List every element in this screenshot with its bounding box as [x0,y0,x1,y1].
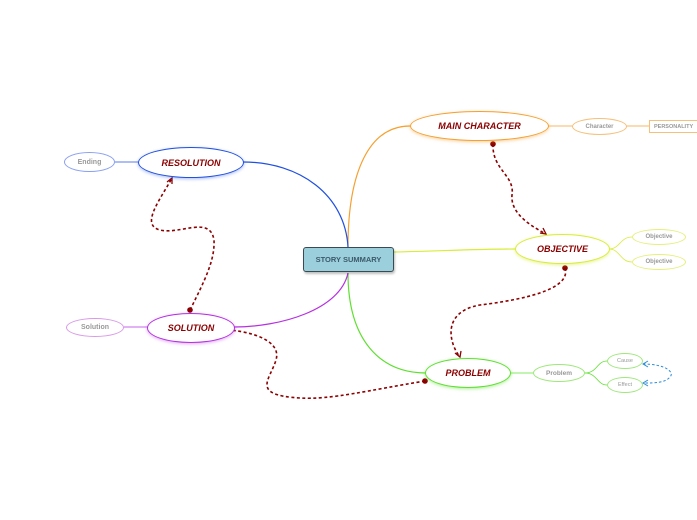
relation-arrowhead [166,176,173,184]
character-label: Character [585,123,614,130]
resolution-node[interactable]: RESOLUTION [138,147,244,178]
relation-arrowhead [642,360,649,368]
ending-label: Ending [77,158,102,166]
objective-child-label: Objective [645,234,673,240]
objective-label: OBJECTIVE [536,244,588,254]
connector-effect [584,372,608,386]
center-node[interactable]: STORY SUMMARY [303,247,394,272]
connector-cause [584,360,608,374]
problem-child-label: Problem [545,369,572,377]
objective-child-label: Objective [645,259,673,265]
connector-objective-1 [608,236,633,250]
objective-node[interactable]: OBJECTIVE [515,234,610,264]
relation-solution-to-resolution [150,177,215,311]
effect-label: Effect [618,382,632,388]
main-character-label: MAIN CHARACTER [438,121,521,131]
ending-node[interactable]: Ending [64,152,115,172]
solution-child-label: Solution [81,324,109,331]
problem-child-node[interactable]: Problem [533,364,585,382]
relation-objective-to-problem [450,267,567,358]
problem-label: PROBLEM [445,368,491,378]
branch-main-character [347,125,411,248]
branch-solution [233,272,349,328]
relation-start-dot [490,141,496,147]
relation-main-character-to-objective [492,143,547,235]
branch-objective [393,248,517,253]
solution-label: SOLUTION [167,323,215,333]
relation-start-dot [422,378,428,384]
effect-node[interactable]: Effect [607,377,643,393]
relation-start-dot [562,265,568,271]
problem-node[interactable]: PROBLEM [425,358,511,388]
branch-problem [347,272,427,374]
connector-objective-2 [608,248,633,263]
solution-child-node[interactable]: Solution [66,318,124,337]
cause-label: Cause [617,358,633,364]
personality-node[interactable]: PERSONALITY [649,120,697,133]
center-label: STORY SUMMARY [315,255,382,264]
branch-resolution [242,161,349,248]
cause-node[interactable]: Cause [607,353,643,369]
resolution-label: RESOLUTION [161,157,221,168]
personality-label: PERSONALITY [654,123,694,130]
main-character-node[interactable]: MAIN CHARACTER [410,111,549,141]
solution-node[interactable]: SOLUTION [147,313,235,343]
relation-arrowhead [642,379,649,387]
character-node[interactable]: Character [572,118,627,135]
relation-problem-to-solution [215,328,426,400]
objective-child-node-1[interactable]: Objective [632,229,686,245]
objective-child-node-2[interactable]: Objective [632,254,686,270]
relation-arrowhead [454,350,462,359]
relation-start-dot [187,307,193,313]
